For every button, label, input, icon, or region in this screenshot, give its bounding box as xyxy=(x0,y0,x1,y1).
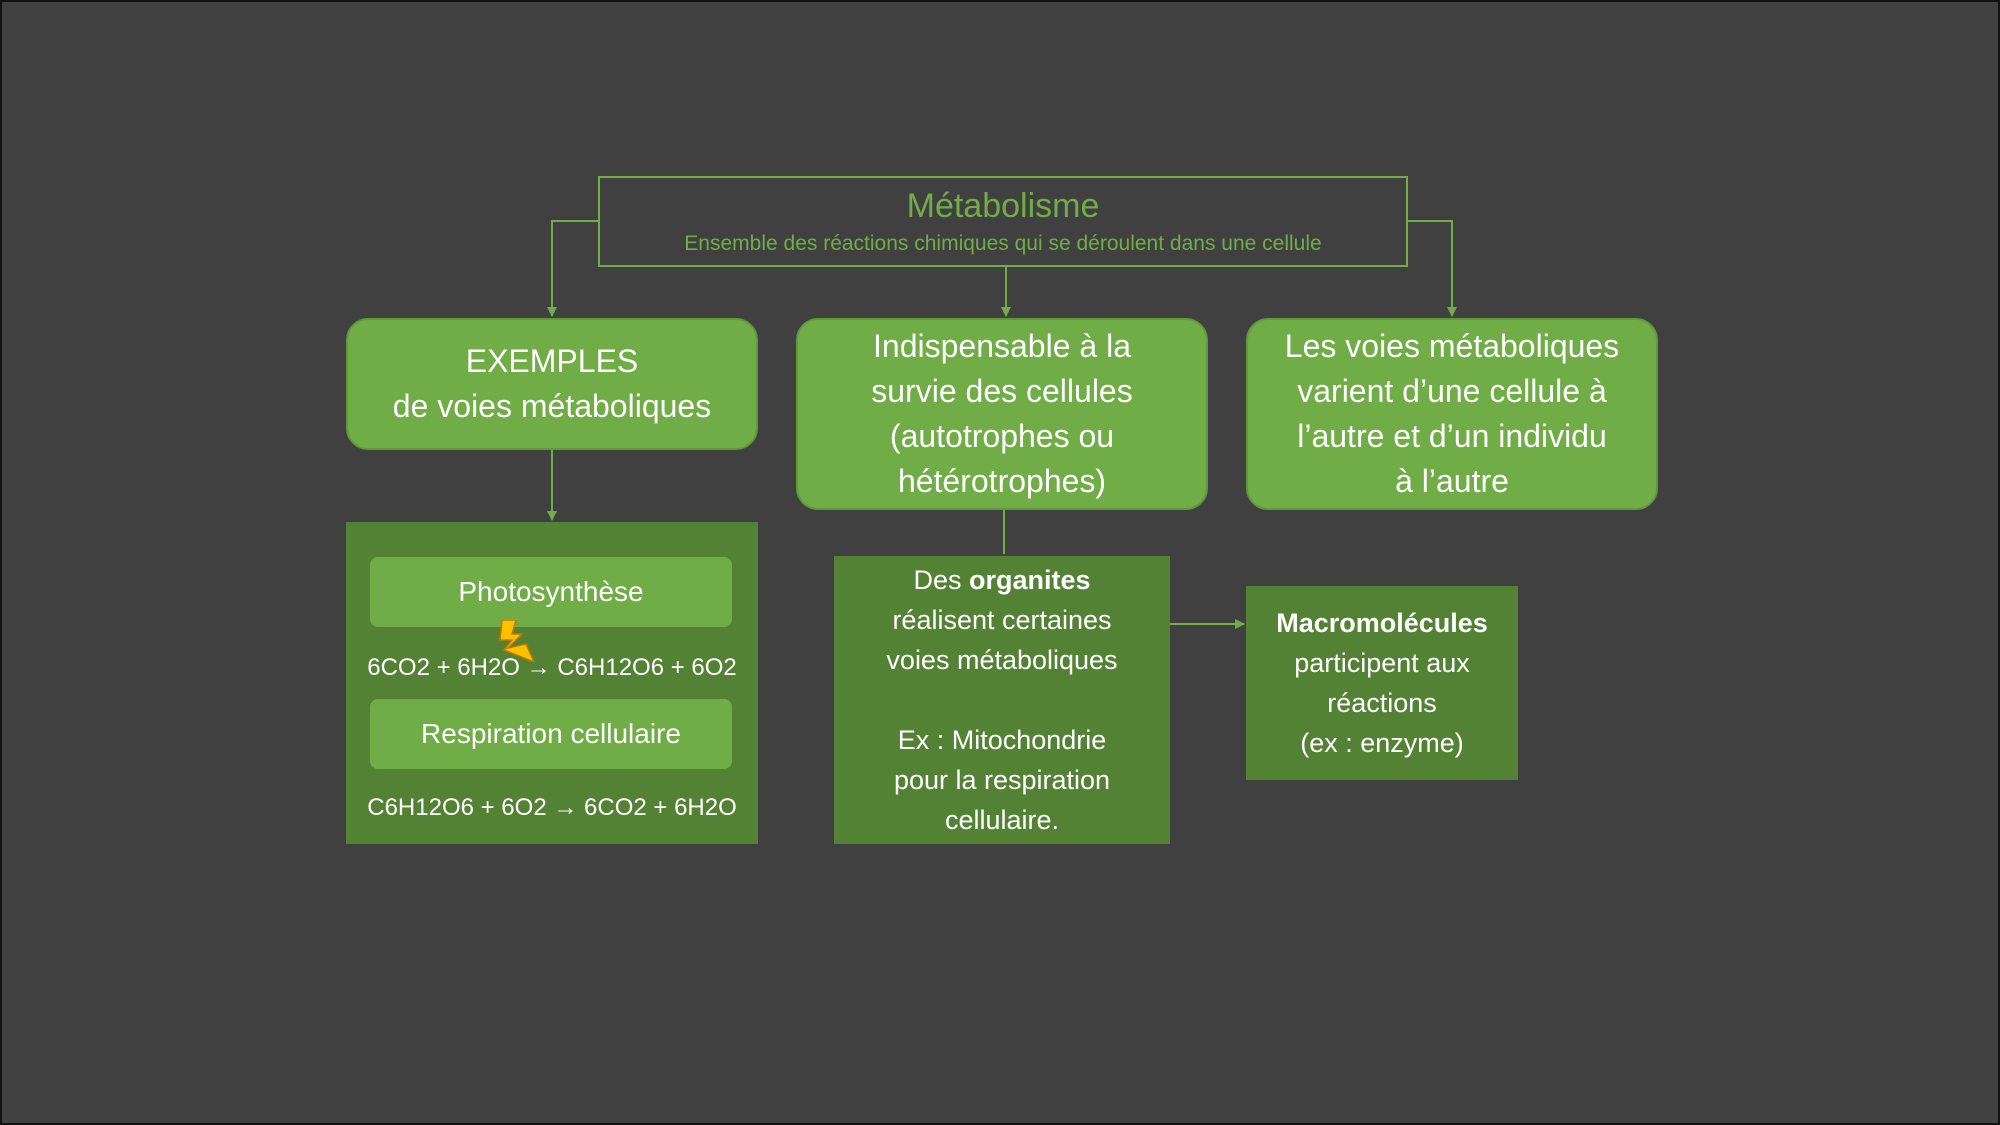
organites-line: Ex : Mitochondrie xyxy=(897,725,1107,755)
organites-line: voies métaboliques xyxy=(886,645,1118,675)
organites-line: cellulaire. xyxy=(944,805,1060,835)
indispensable-card-line: (autotrophes ou xyxy=(889,418,1115,454)
examples-card: EXEMPLES de voies métaboliques xyxy=(346,318,758,450)
connector-title-to-voies xyxy=(1408,220,1457,317)
respiration-products: 6CO2 + 6H2O xyxy=(584,794,737,821)
indispensable-card-line: survie des cellules xyxy=(871,373,1133,409)
organites-prefix: Des xyxy=(913,565,969,595)
examples-card-line: EXEMPLES xyxy=(465,343,639,379)
respiration-label: Respiration cellulaire xyxy=(370,699,732,769)
respiration-reactants: C6H12O6 + 6O2 xyxy=(367,794,547,821)
macromolecules-line: participent aux xyxy=(1294,648,1470,678)
voies-card-line: varient d’une cellule à xyxy=(1297,373,1607,409)
diagram-subtitle: Ensemble des réactions chimiques qui se … xyxy=(684,231,1322,255)
photosynthesis-label: Photosynthèse xyxy=(370,557,732,627)
macromolecules-panel: Macromolécules participent aux réactions… xyxy=(1246,586,1518,780)
organites-line: pour la respiration xyxy=(893,765,1111,795)
voies-card-line: à l’autre xyxy=(1395,463,1509,499)
macromolecules-line: (ex : enzyme) xyxy=(1300,728,1464,758)
indispensable-card-line: Indispensable à la xyxy=(873,328,1131,364)
photosynthesis-products: C6H12O6 + 6O2 xyxy=(557,654,737,681)
examples-panel: Photosynthèse 6CO2 + 6H2O → C6H12O6 + 6O… xyxy=(346,522,758,844)
macromolecules-keyword: Macromolécules xyxy=(1276,608,1488,638)
photosynthesis-reactants: 6CO2 + 6H2O xyxy=(367,654,520,681)
connector-title-to-examples xyxy=(547,220,598,317)
macromolecules-line: réactions xyxy=(1327,688,1437,718)
diagram-title: Métabolisme xyxy=(906,186,1100,225)
examples-card-line: de voies métaboliques xyxy=(392,388,712,424)
respiration-equation: C6H12O6 + 6O2 → 6CO2 + 6H2O xyxy=(346,793,758,823)
organites-panel: Des organites réalisent certaines voies … xyxy=(834,556,1170,844)
voies-card-line: Les voies métaboliques xyxy=(1284,328,1620,364)
lightning-bolt-icon xyxy=(499,620,535,662)
voies-card: Les voies métaboliques varient d’une cel… xyxy=(1246,318,1658,510)
indispensable-card: Indispensable à la survie des cellules (… xyxy=(796,318,1208,510)
indispensable-card-line: hétérotrophes) xyxy=(897,463,1107,499)
reaction-arrow-icon: → xyxy=(526,654,551,681)
organites-line: Des organites xyxy=(913,560,1090,600)
reaction-arrow-icon: → xyxy=(553,794,578,821)
voies-card-line: l’autre et d’un individu xyxy=(1297,418,1607,454)
organites-keyword: organites xyxy=(969,565,1091,595)
photosynthesis-equation: 6CO2 + 6H2O → C6H12O6 + 6O2 xyxy=(346,653,758,683)
metabolism-title-box: Métabolisme Ensemble des réactions chimi… xyxy=(598,176,1408,267)
organites-line: réalisent certaines xyxy=(892,605,1112,635)
